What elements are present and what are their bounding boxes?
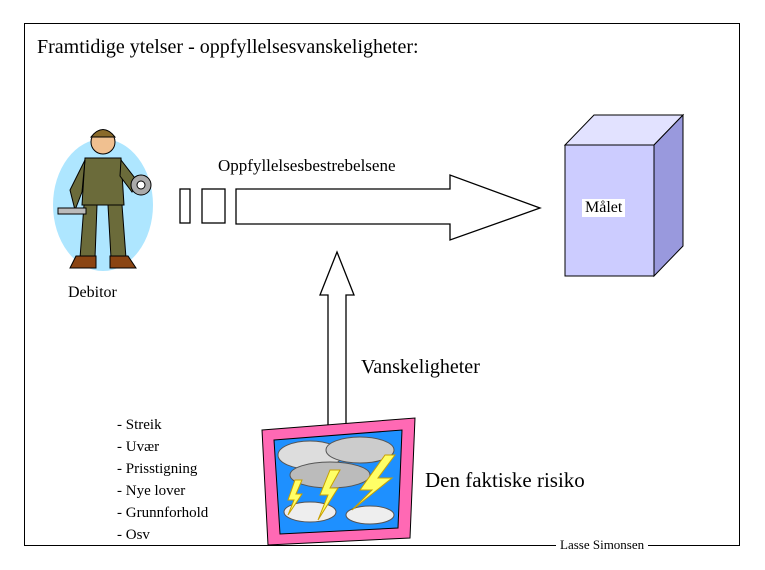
- difficulties-arrow: [319, 250, 355, 427]
- storm-clipart-icon: [261, 417, 416, 546]
- risk-label: Den faktiske risiko: [425, 468, 585, 492]
- slide-frame: [24, 23, 740, 546]
- difficulties-label: Vanskeligheter: [361, 356, 480, 378]
- list-item: - Grunnforhold: [117, 505, 209, 521]
- list-item: - Uvær: [117, 439, 160, 455]
- list-item: - Prisstigning: [117, 461, 198, 477]
- effort-label: Oppfyllelsesbestrebelsene: [218, 156, 396, 175]
- goal-label: Målet: [582, 199, 626, 217]
- goal-box: [563, 113, 685, 278]
- list-item: - Osv: [117, 527, 150, 543]
- risk-list: - Streik - Uvær - Prisstigning - Nye lov…: [117, 414, 208, 546]
- list-item: - Nye lover: [117, 483, 186, 499]
- slide-title: Framtidige ytelser - oppfyllelsesvanskel…: [37, 36, 419, 58]
- debtor-label: Debitor: [68, 284, 117, 301]
- effort-arrow: [235, 174, 542, 241]
- worker-clipart-icon: [53, 129, 153, 271]
- list-item: - Streik: [117, 417, 162, 433]
- author-credit: Lasse Simonsen: [556, 537, 649, 553]
